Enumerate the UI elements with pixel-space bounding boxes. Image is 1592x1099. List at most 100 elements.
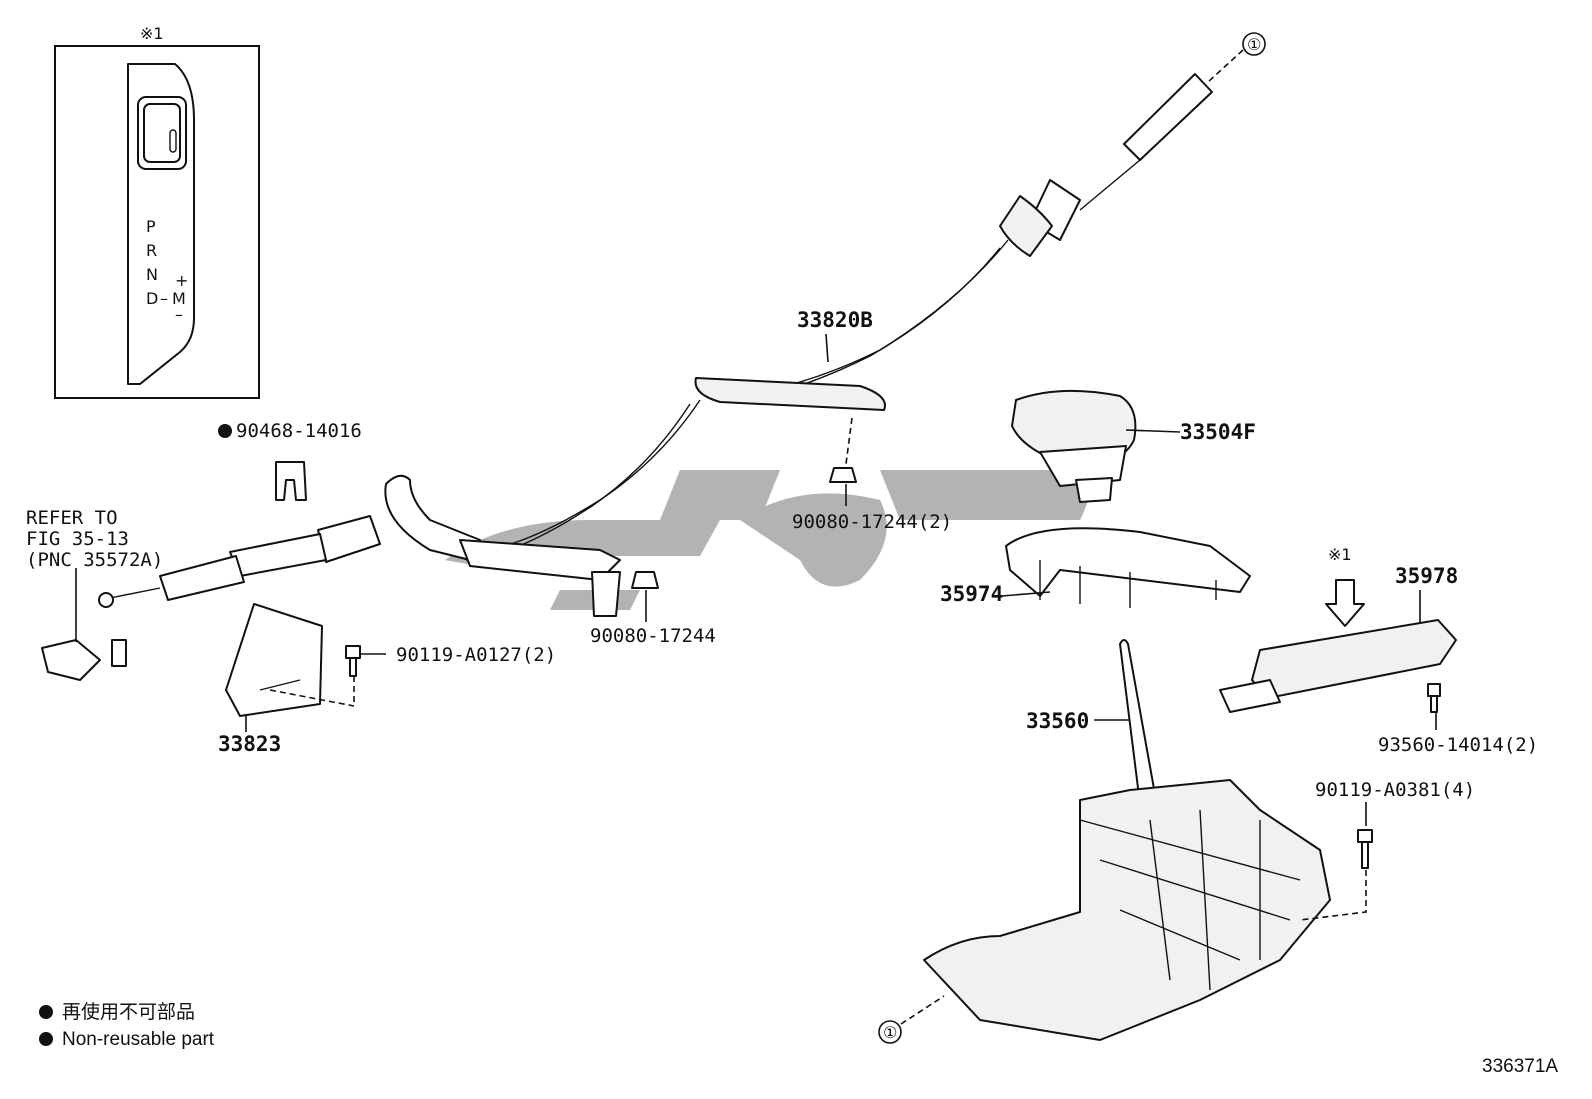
legend-text-en: Non-reusable part [62, 1029, 215, 1050]
bolt-93560-14014 [1427, 683, 1441, 713]
callout-33820b: 33820B [797, 308, 873, 332]
bracket-tab [591, 571, 621, 617]
refer-to-line-3: (PNC 35572A) [26, 549, 163, 571]
bracket-refer [41, 639, 127, 681]
manual-mode-m: M [172, 289, 186, 308]
refer-to-line-1: REFER TO [26, 507, 118, 529]
callout-33823: 33823 [218, 732, 281, 756]
shift-cable-33820b [98, 73, 1213, 617]
nut-90080-17244-lower [631, 571, 659, 589]
clip-shape [275, 461, 307, 501]
bracket-33823 [225, 603, 323, 717]
ref-circle-bottom [878, 1020, 902, 1044]
callout-93560-14014-2: 93560-14014(2) [1378, 734, 1538, 756]
callout-90080-17244: 90080-17244 [590, 625, 716, 647]
callout-35974: 35974 [940, 582, 1003, 606]
bracket-33823-shape [225, 603, 323, 717]
cable-adjust-nut [229, 533, 327, 577]
cable-end-rod [1123, 73, 1213, 161]
leader-35974 [1001, 591, 1051, 597]
legend-dot-jp [39, 1005, 53, 1019]
indicator-housing-35974 [1005, 527, 1251, 608]
nut-upper-shape [829, 467, 857, 483]
non-reusable-dot-90468 [218, 424, 232, 438]
clip-90468-14016 [275, 461, 307, 501]
shift-button-slot [169, 129, 177, 153]
cable-adjuster [999, 195, 1053, 257]
legend-text-jp: 再使用不可部品 [62, 1001, 195, 1023]
figure-id: 336371A [1482, 1056, 1558, 1077]
gear-letter-n: N [146, 265, 158, 284]
ref-circle-top-label: ① [1247, 35, 1261, 54]
bolt-14014-head [1427, 683, 1441, 697]
refer-pin [111, 639, 127, 667]
cable-bracket [694, 377, 886, 411]
gear-letter-r: R [146, 241, 157, 260]
watermark-logo [445, 470, 1090, 610]
cable-inner-rod [1079, 159, 1141, 211]
sensor-connector [1219, 679, 1281, 713]
shift-indicator-inset: ※1 P R N D – M + – [54, 24, 260, 399]
cable-end-bracket [459, 539, 621, 581]
sensor-body [1251, 619, 1457, 699]
refer-bracket-shape [41, 639, 101, 681]
leader-33504f [1125, 429, 1181, 433]
reference-circle-top: ① [1207, 32, 1266, 83]
bolt-14014-shank [1430, 695, 1438, 713]
lever-base-assembly [923, 779, 1331, 1041]
cable-sheath-upper-2 [749, 247, 1001, 401]
nut-90080-17244-upper [829, 467, 857, 483]
manual-dash: – [160, 289, 168, 308]
dash-bolt-a0381 [1299, 870, 1367, 921]
callout-33560: 33560 [1026, 709, 1089, 733]
base-ribs [1079, 809, 1301, 991]
legend-dot-en [39, 1032, 53, 1046]
callout-90119-a0127-2: 90119-A0127(2) [396, 644, 556, 666]
manual-plus: + [175, 271, 188, 290]
shift-button [143, 103, 181, 163]
refer-to-line-2: FIG 35-13 [26, 528, 129, 550]
shift-lever-33560 [923, 639, 1331, 1041]
cable-sleeve [317, 515, 381, 563]
ref-circle-top [1242, 32, 1266, 56]
callout-90080-17244-2: 90080-17244(2) [792, 511, 952, 533]
bolt-a0381-head [1357, 829, 1373, 843]
knob-stem [1075, 477, 1113, 503]
bolt-a0127-head [345, 645, 361, 659]
ref-circle-bottom-label: ① [883, 1023, 897, 1042]
shift-knob-33504f [1011, 389, 1137, 503]
housing-legs [1039, 560, 1217, 608]
sensor-arrow [1325, 579, 1365, 627]
inset-note-mark: ※1 [140, 24, 164, 43]
bolt-90119-a0127 [345, 645, 361, 677]
callout-90468-14016: 90468-14016 [236, 420, 362, 442]
callout-33504f: 33504F [1180, 420, 1256, 444]
bolt-90119-a0381 [1357, 829, 1373, 869]
lever-rod [1119, 639, 1157, 805]
cable-end-eye [98, 592, 114, 608]
callout-35978: 35978 [1395, 564, 1458, 588]
reference-circle-bottom: ① [878, 1020, 902, 1044]
nut-lower-shape [631, 571, 659, 589]
sensor-35978: ※1 [1219, 545, 1457, 713]
housing-frame [1005, 527, 1251, 597]
leader-33820b [825, 333, 829, 363]
manual-minus: – [175, 305, 183, 324]
cable-thread [159, 555, 245, 601]
bolt-a0381-shank [1361, 841, 1369, 869]
gear-letter-p: P [146, 217, 156, 236]
sensor-note-mark: ※1 [1328, 545, 1352, 564]
callout-90119-a0381-4: 90119-A0381(4) [1315, 779, 1475, 801]
leaders [75, 333, 1437, 1025]
knob-base [1039, 445, 1127, 487]
gear-letter-d: D [146, 289, 158, 308]
bolt-a0127-shank [349, 657, 357, 677]
cable-loop-end [384, 474, 481, 561]
ref-circle-top-leader [1207, 49, 1244, 83]
bracket-33823-slot [259, 679, 301, 691]
dash-bolt-a0127 [269, 676, 355, 707]
dash-nut-upper [845, 417, 853, 465]
ref-circle-bottom-leader [900, 995, 945, 1025]
legend: 再使用不可部品 Non-reusable part [39, 1001, 215, 1050]
